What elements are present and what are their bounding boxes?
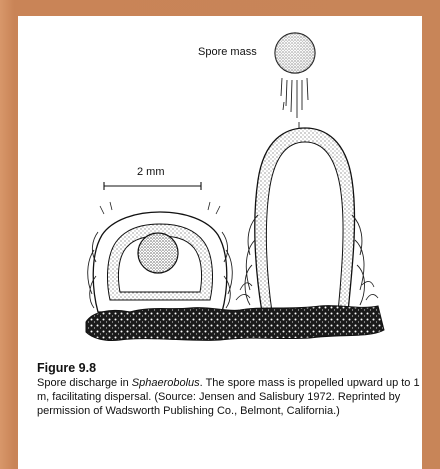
spore-mass-flying bbox=[275, 33, 315, 73]
scale-bar-label: 2 mm bbox=[137, 166, 165, 178]
figure-caption: Figure 9.8 Spore discharge in Sphaerobol… bbox=[37, 361, 427, 418]
scale-bar bbox=[104, 182, 201, 190]
caption-title: Figure 9.8 bbox=[37, 361, 427, 375]
caption-text-before: Spore discharge in bbox=[37, 377, 132, 389]
undischarged-cup bbox=[88, 202, 233, 312]
motion-lines bbox=[281, 78, 308, 128]
spore-mass-label: Spore mass bbox=[198, 46, 257, 58]
caption-genus: Sphaerobolus bbox=[132, 377, 200, 389]
caption-body: Spore discharge in Sphaerobolus. The spo… bbox=[37, 376, 427, 418]
discharged-peridium bbox=[236, 128, 378, 312]
